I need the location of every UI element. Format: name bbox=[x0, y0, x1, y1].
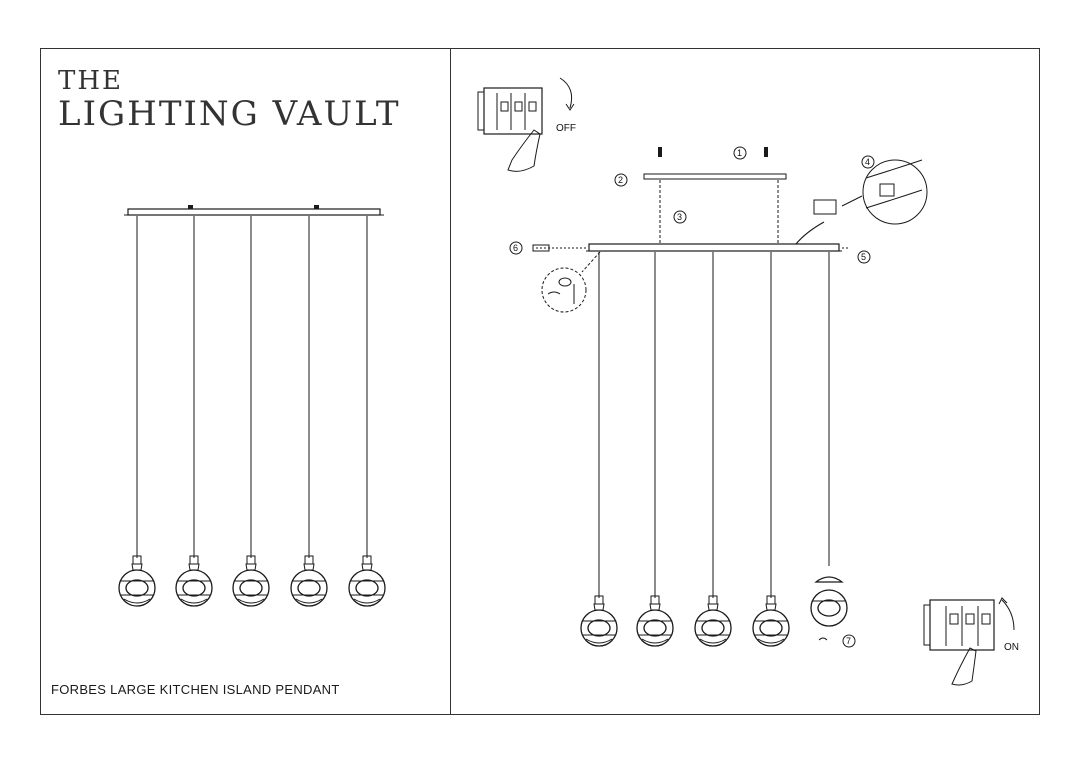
brand-line-1: THE bbox=[58, 66, 123, 96]
product-title: FORBES LARGE KITCHEN ISLAND PENDANT bbox=[51, 682, 340, 697]
breaker-off: OFF bbox=[477, 77, 576, 172]
install-globe-4 bbox=[752, 595, 790, 647]
brand-line-2: LIGHTING VAULT bbox=[58, 94, 401, 134]
ceiling-plate bbox=[643, 147, 787, 243]
pendant-globe-2 bbox=[175, 555, 213, 607]
svg-text:5: 5 bbox=[861, 252, 866, 262]
panel-divider bbox=[450, 48, 451, 715]
svg-text:6: 6 bbox=[513, 243, 518, 253]
install-globe-2 bbox=[636, 595, 674, 647]
step-7: 7 bbox=[842, 634, 856, 648]
installation-diagram: OFF bbox=[477, 77, 1019, 686]
svg-text:4: 4 bbox=[865, 157, 870, 167]
connector-detail bbox=[841, 159, 928, 225]
pendant-globe-5 bbox=[348, 555, 386, 607]
svg-text:3: 3 bbox=[677, 212, 682, 222]
svg-text:1: 1 bbox=[737, 148, 742, 158]
step-markers: 1 2 3 4 5 6 7 bbox=[509, 146, 875, 648]
brand-logo: THE LIGHTING VAULT bbox=[58, 66, 401, 132]
step-6: 6 bbox=[509, 241, 523, 255]
pendant-globe-1 bbox=[118, 555, 156, 607]
pendant-cords bbox=[136, 216, 368, 558]
step-5: 5 bbox=[857, 250, 871, 264]
product-drawing bbox=[118, 205, 386, 607]
globe-being-fitted bbox=[810, 576, 848, 641]
svg-text:2: 2 bbox=[618, 175, 623, 185]
pendant-globe-3 bbox=[232, 555, 270, 607]
step-4: 4 bbox=[861, 155, 875, 169]
install-globe-1 bbox=[580, 595, 618, 647]
cord-adjust-detail bbox=[541, 251, 601, 313]
install-globe-3 bbox=[694, 595, 732, 647]
step-3: 3 bbox=[673, 210, 687, 224]
svg-text:7: 7 bbox=[846, 636, 851, 646]
pendant-globe-4 bbox=[290, 555, 328, 607]
step-1: 1 bbox=[733, 146, 747, 160]
install-cords bbox=[598, 252, 830, 598]
step-2: 2 bbox=[614, 173, 628, 187]
on-label: ON bbox=[1004, 642, 1019, 653]
breaker-on: ON bbox=[923, 597, 1019, 686]
canopy-bar bbox=[532, 199, 850, 252]
off-label: OFF bbox=[556, 123, 576, 134]
sheet-frame bbox=[40, 48, 1040, 715]
ceiling-bar bbox=[124, 205, 384, 216]
